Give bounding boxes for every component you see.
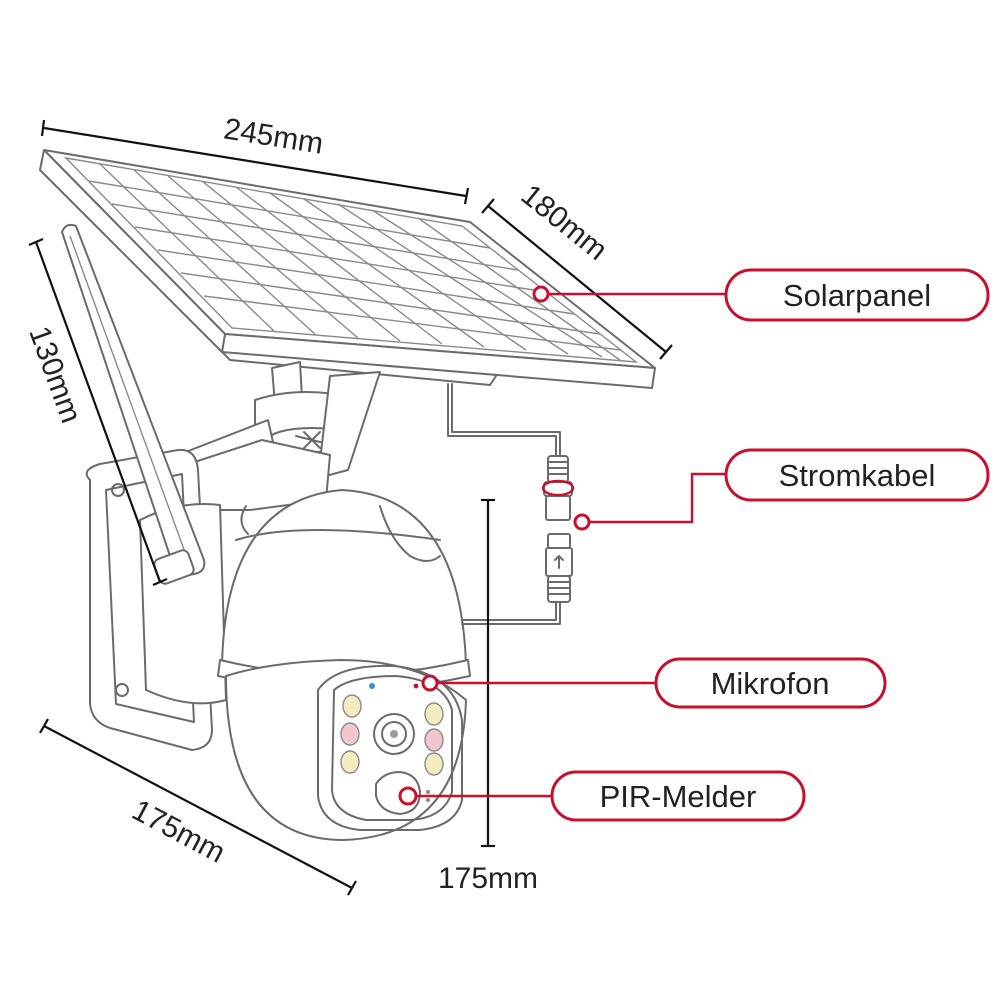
- solar-panel: [39, 149, 656, 389]
- camera-lens: [373, 713, 415, 755]
- callout-pill-solar-panel: [724, 268, 990, 322]
- dimension-label-camera-height: 175mm: [438, 862, 538, 895]
- camera-upper-housing: [221, 489, 467, 678]
- cable-connector-bottom: [545, 533, 573, 603]
- solar-panel-side: [39, 149, 226, 353]
- callout-microphone: Mikrofon: [421, 657, 887, 709]
- callout-label-power-cable: Stromkabel: [779, 458, 936, 493]
- dimension-label-camera-depth: 175mm: [127, 794, 231, 870]
- camera-body: [217, 489, 471, 841]
- wall-mount-plate: [85, 448, 227, 751]
- cable-connector-top: [543, 455, 573, 521]
- dimension-camera-height: 175mm: [438, 498, 538, 895]
- callout-power-cable: Stromkabel: [541, 448, 990, 531]
- power-cable: [447, 383, 573, 625]
- dimension-label-antenna-length: 130mm: [22, 322, 87, 427]
- dimension-label-panel-depth: 180mm: [515, 178, 614, 267]
- callout-pir-sensor: PIR-Melder: [398, 770, 806, 822]
- microphone-hole: [413, 683, 419, 689]
- callout-pill-pir-sensor: [550, 770, 806, 822]
- solar-cell-grid: [88, 163, 621, 361]
- mount-arm: [159, 361, 381, 511]
- dimension-label-panel-width: 245mm: [221, 112, 325, 160]
- antenna: [61, 223, 206, 585]
- callout-label-microphone: Mikrofon: [711, 666, 830, 701]
- callout-label-pir-sensor: PIR-Melder: [600, 779, 757, 814]
- callout-pill-microphone: [654, 657, 887, 709]
- cable-connector-marker: [541, 479, 575, 497]
- led-ring: [340, 694, 444, 776]
- status-light: [369, 683, 375, 689]
- callout-label-solar-panel: Solarpanel: [783, 278, 931, 313]
- callout-solar-panel: Solarpanel: [532, 268, 990, 322]
- callout-pill-power-cable: [724, 448, 990, 502]
